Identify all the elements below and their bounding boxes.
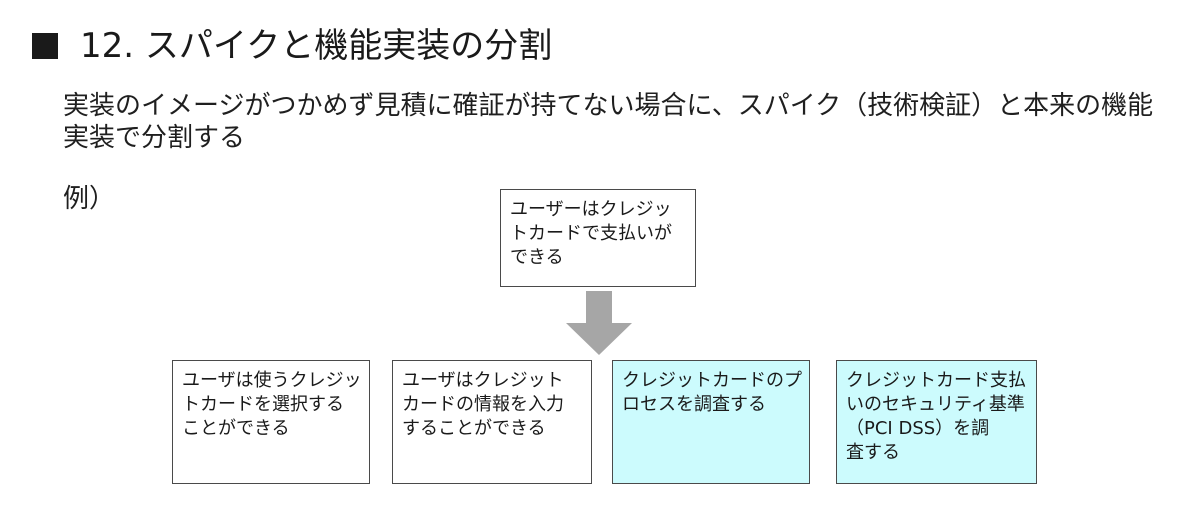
down-arrow-shape [566, 291, 632, 355]
spike-box-card-process: クレジットカードのプ ロセスを調査する [612, 360, 810, 484]
slide-title: 12. スパイクと機能実装の分割 [32, 26, 552, 66]
description-text: 実装のイメージがつかめず見積に確証が持てない場合に、スパイク（技術検証）と本来の… [63, 91, 1154, 153]
parent-story-box: ユーザーはクレジッ トカードで支払いが できる [500, 189, 696, 287]
title-text: 12. スパイクと機能実装の分割 [80, 26, 553, 66]
down-arrow-icon [566, 291, 632, 355]
title-bullet-square-icon [32, 33, 58, 59]
example-label: 例） [63, 184, 116, 214]
split-story-box-select-card: ユーザは使うクレジッ トカードを選択する ことができる [172, 360, 370, 484]
spike-box-pci-dss: クレジットカード支払 いのセキュリティ基準 （PCI DSS）を調 査する [836, 360, 1037, 484]
split-story-box-enter-card-info: ユーザはクレジット カードの情報を入力 することができる [392, 360, 592, 484]
